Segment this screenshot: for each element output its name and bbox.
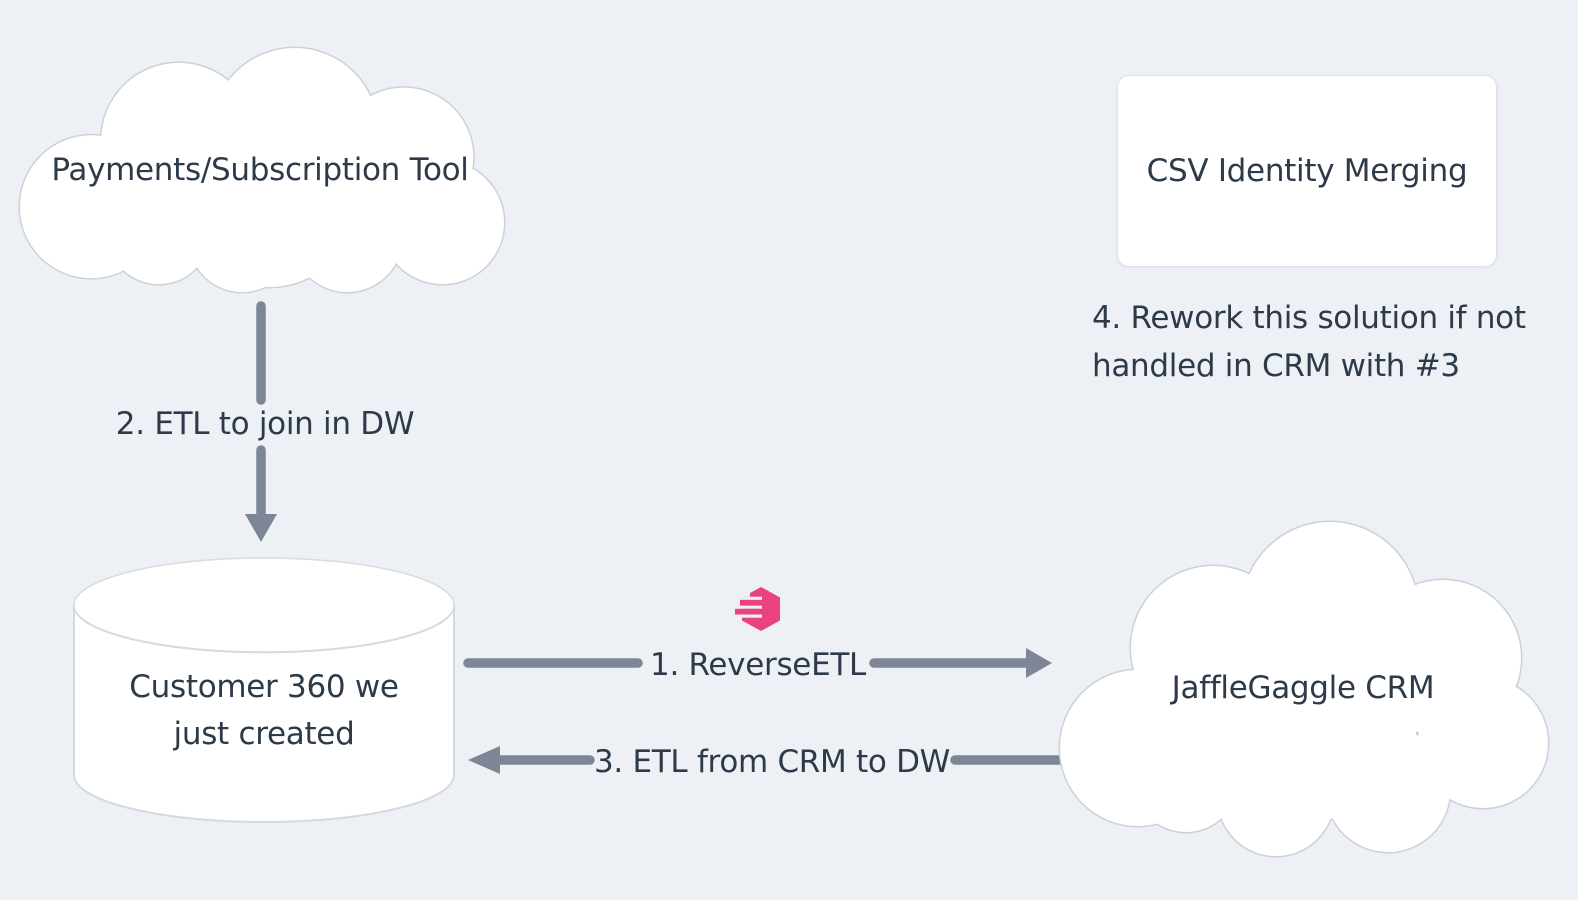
payments-cloud-node: Payments/Subscription Tool — [10, 46, 510, 294]
arrowhead-right-icon — [1026, 648, 1052, 678]
cylinder-top — [73, 557, 455, 653]
hightouch-cut — [734, 605, 762, 609]
edge-etl-join-arrow — [245, 301, 277, 542]
customer-360-db-label: Customer 360 we just created — [68, 664, 460, 758]
jafflegaggle-cloud-node: JaffleGaggle CRM — [1058, 518, 1550, 858]
hightouch-cut — [734, 614, 762, 618]
cylinder-body — [73, 605, 455, 823]
arrowhead-left-icon — [468, 746, 500, 774]
edge-reverse-etl-arrow — [463, 648, 1052, 678]
edge-etl-from-crm-label: 3. ETL from CRM to DW — [593, 744, 951, 780]
edge-etl-join-label: 2. ETL to join in DW — [115, 406, 415, 442]
edge-reverse-etl-label: 1. ReverseETL — [650, 647, 866, 683]
customer-360-db-node — [68, 554, 460, 826]
hightouch-logo-icon — [734, 586, 780, 631]
jafflegaggle-cloud-label: JaffleGaggle CRM — [1171, 670, 1435, 706]
database-cylinder-icon — [72, 557, 456, 823]
hightouch-stripe — [735, 608, 761, 615]
hightouch-cut — [734, 596, 762, 600]
edge-etl-from-crm-arrow — [468, 746, 1077, 774]
csv-merging-card: CSV Identity Merging — [1117, 75, 1497, 267]
rework-note: 4. Rework this solution if not handled i… — [1092, 300, 1526, 384]
customer-360-db-label-text: Customer 360 we just created — [129, 669, 399, 752]
hightouch-cut — [734, 586, 750, 597]
hightouch-stripe — [740, 599, 761, 606]
csv-merging-label: CSV Identity Merging — [1146, 153, 1468, 189]
payments-cloud-label: Payments/Subscription Tool — [51, 152, 469, 188]
arrowhead-down-icon — [245, 514, 277, 542]
